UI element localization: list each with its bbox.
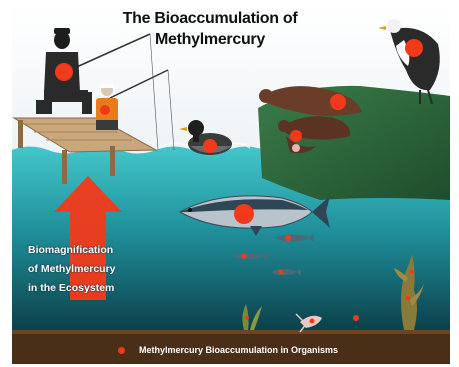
mercury-dot [405, 39, 423, 57]
mercury-dot [55, 63, 73, 81]
legend: Methylmercury Bioaccumulation in Organis… [118, 341, 448, 359]
diagram-title: The Bioaccumulation of Methylmercury [80, 8, 340, 50]
title-line-1: The Bioaccumulation of [80, 8, 340, 29]
sediment-edge [12, 330, 450, 334]
legend-mercury-dot [118, 347, 125, 354]
mercury-dot [234, 204, 254, 224]
biomagnification-caption: Biomagnification of Methylmercury in the… [28, 241, 168, 298]
mercury-dot [353, 315, 359, 321]
biomag-line-3: in the Ecosystem [28, 279, 168, 298]
mercury-dot [203, 139, 217, 153]
mercury-dot [290, 130, 302, 142]
title-line-2: Methylmercury [80, 29, 340, 50]
mercury-dot [330, 94, 346, 110]
legend-label: Methylmercury Bioaccumulation in Organis… [139, 345, 338, 355]
mercury-dot [100, 105, 110, 115]
biomag-line-1: Biomagnification [28, 241, 168, 260]
biomag-line-2: of Methylmercury [28, 260, 168, 279]
